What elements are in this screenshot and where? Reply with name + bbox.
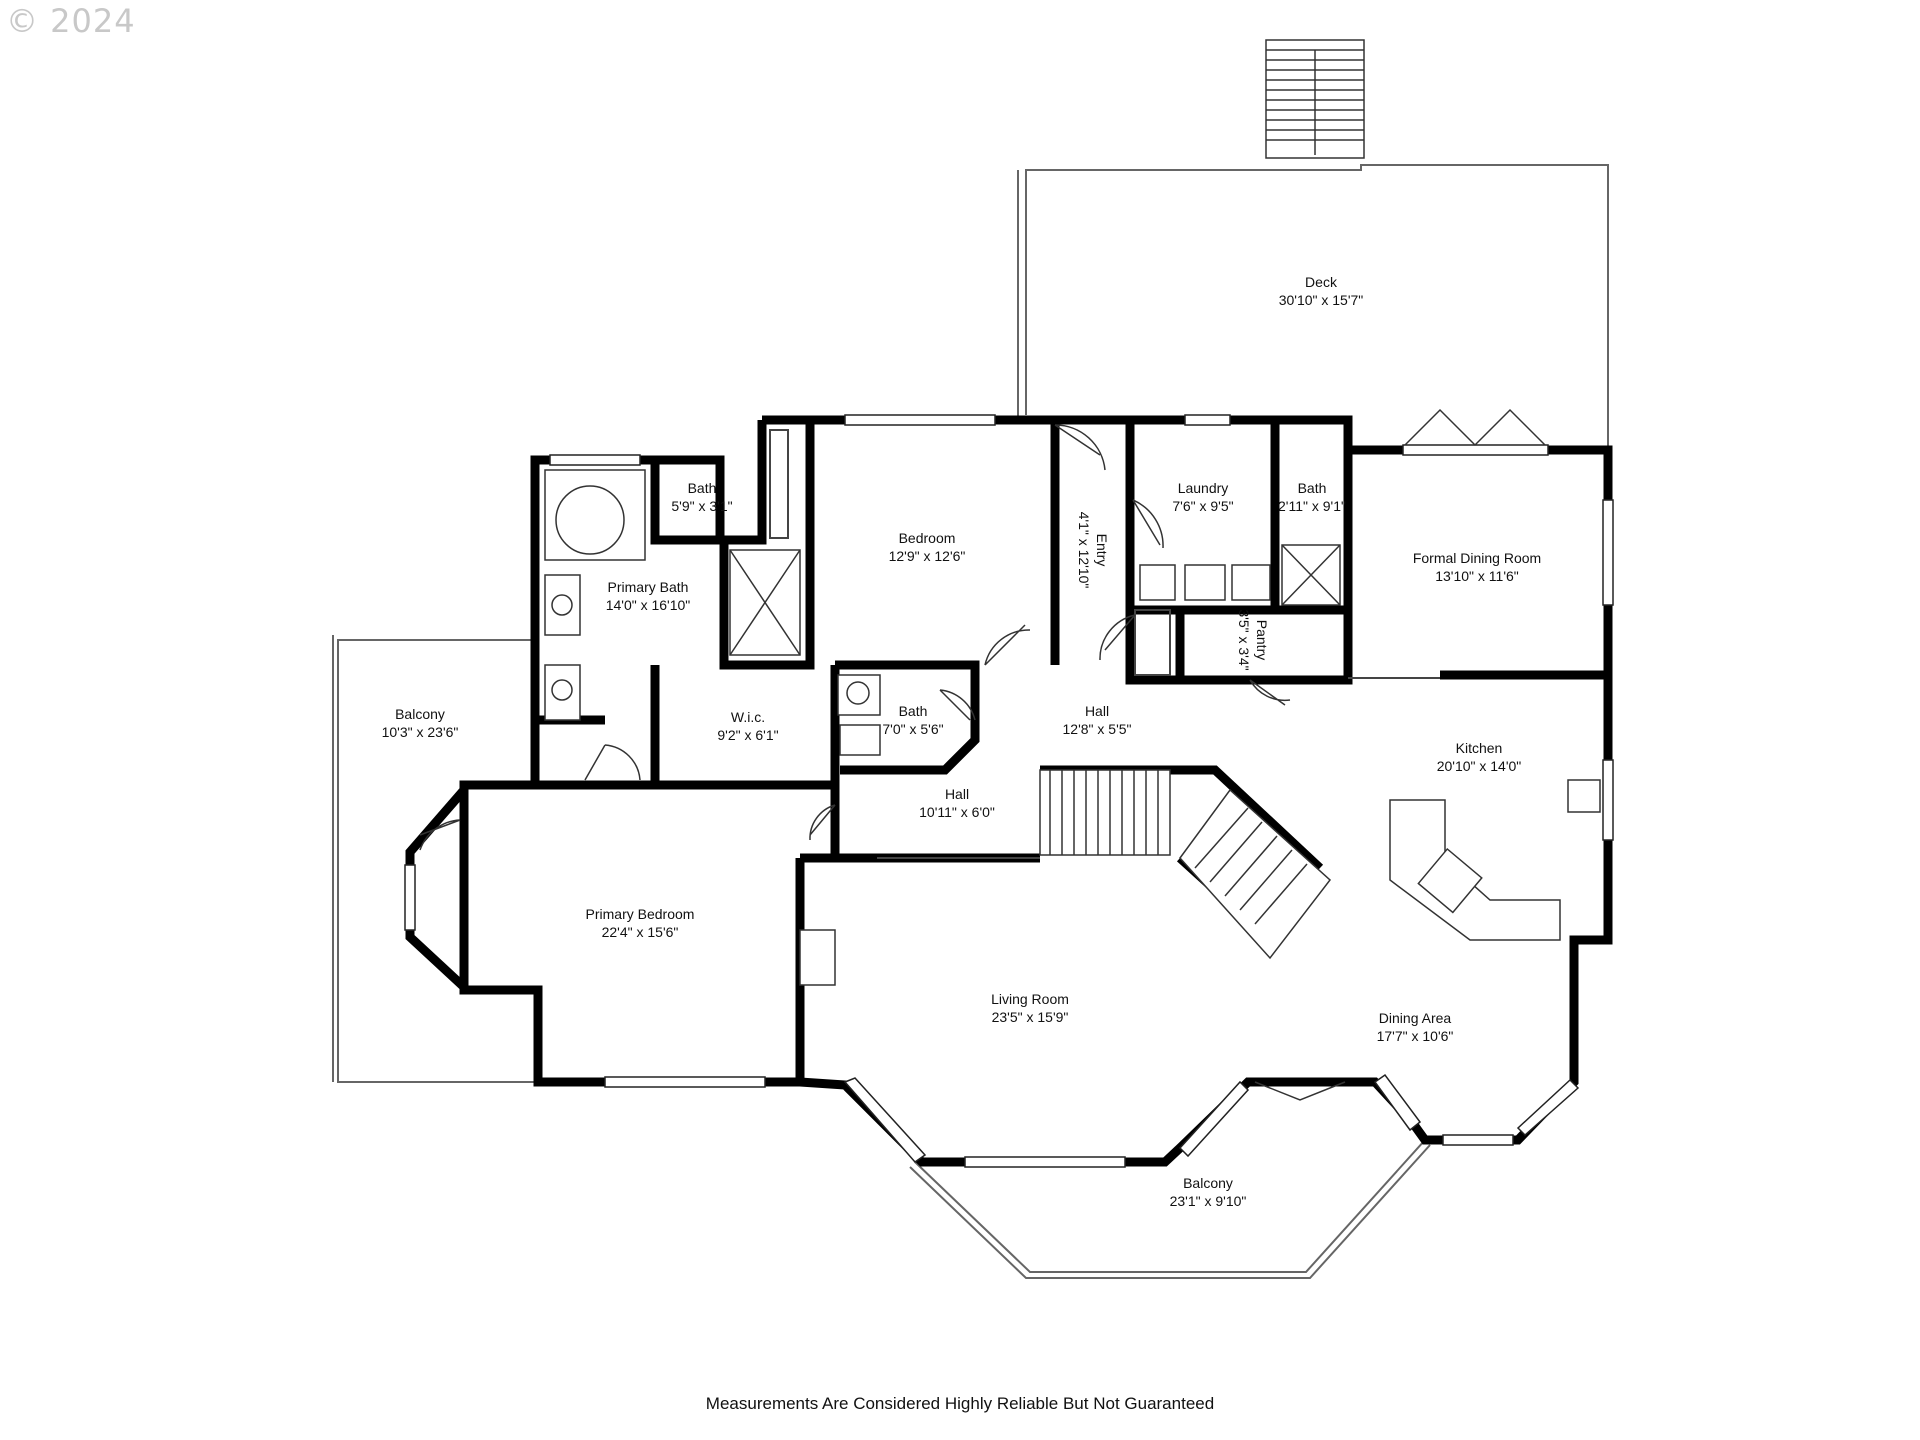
room-dims-balcony-bottom: 23'1" x 9'10" xyxy=(1170,1193,1247,1209)
room-dims-bath-upper: 5'9" x 3'1" xyxy=(671,498,732,514)
room-name-pantry: Pantry xyxy=(1254,620,1270,660)
openings xyxy=(769,429,1440,859)
left-balcony-outline xyxy=(332,635,538,1083)
room-name-primary-bedroom: Primary Bedroom xyxy=(586,906,695,922)
room-name-bath-hall: Bath xyxy=(899,703,928,719)
doors xyxy=(419,408,1546,1101)
room-name-living-room: Living Room xyxy=(991,991,1069,1007)
room-name-hall-main: Hall xyxy=(1085,703,1109,719)
room-name-bath-upper: Bath xyxy=(688,480,717,496)
room-name-bath-laundry: Bath xyxy=(1298,480,1327,496)
room-dims-primary-bath: 14'0" x 16'10" xyxy=(606,597,691,613)
room-name-wic: W.i.c. xyxy=(731,709,765,725)
room-name-deck: Deck xyxy=(1305,274,1338,290)
room-name-primary-bath: Primary Bath xyxy=(608,579,689,595)
bottom-balcony-outline xyxy=(909,1139,1431,1279)
room-name-kitchen: Kitchen xyxy=(1456,740,1503,756)
disclaimer-text: Measurements Are Considered Highly Relia… xyxy=(705,1394,1215,1413)
room-labels: Deck 30'10" x 15'7" Bath 5'9" x 3'1" Bed… xyxy=(382,274,1542,1209)
room-dims-laundry: 7'6" x 9'5" xyxy=(1172,498,1233,514)
room-dims-primary-bedroom: 22'4" x 15'6" xyxy=(602,924,679,940)
room-dims-living-room: 23'5" x 15'9" xyxy=(992,1009,1069,1025)
room-dims-entry: 4'1" x 12'10" xyxy=(1076,512,1092,589)
room-dims-hall-lower: 10'11" x 6'0" xyxy=(919,804,995,820)
room-dims-deck: 30'10" x 15'7" xyxy=(1279,292,1364,308)
room-dims-balcony-left: 10'3" x 23'6" xyxy=(382,724,459,740)
room-dims-bath-hall: 7'0" x 5'6" xyxy=(882,721,943,737)
room-name-entry: Entry xyxy=(1094,534,1110,567)
room-dims-hall-main: 12'8" x 5'5" xyxy=(1063,721,1132,737)
room-name-balcony-left: Balcony xyxy=(395,706,445,722)
room-dims-bath-laundry: 2'11" x 9'1" xyxy=(1278,498,1346,514)
windows xyxy=(404,414,1614,1168)
copyright-mark: © 2024 xyxy=(6,2,136,40)
room-dims-formal-dining: 13'10" x 11'6" xyxy=(1435,568,1519,584)
room-name-hall-lower: Hall xyxy=(945,786,969,802)
fixtures xyxy=(544,469,1601,986)
room-dims-wic: 9'2" x 6'1" xyxy=(717,727,778,743)
deck-area xyxy=(1017,39,1609,448)
room-dims-kitchen: 20'10" x 14'0" xyxy=(1437,758,1522,774)
room-name-laundry: Laundry xyxy=(1178,480,1229,496)
room-name-dining-area: Dining Area xyxy=(1379,1010,1452,1026)
staircase xyxy=(1039,769,1332,960)
room-name-formal-dining: Formal Dining Room xyxy=(1413,550,1541,566)
room-dims-bedroom: 12'9" x 12'6" xyxy=(889,548,966,564)
room-dims-pantry: 3'5" x 3'4" xyxy=(1236,609,1252,670)
room-name-balcony-bottom: Balcony xyxy=(1183,1175,1233,1191)
room-dims-dining-area: 17'7" x 10'6" xyxy=(1377,1028,1454,1044)
room-name-bedroom: Bedroom xyxy=(899,530,956,546)
